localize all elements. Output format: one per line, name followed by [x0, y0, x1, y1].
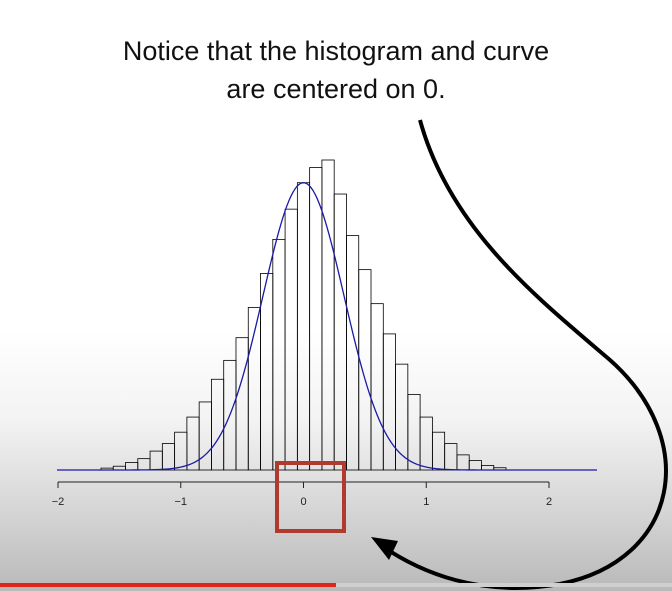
x-tick-label: 0 — [300, 496, 306, 508]
histogram-bar — [370, 303, 384, 471]
pointing-arrow — [380, 119, 668, 590]
histogram-bar — [235, 337, 249, 471]
x-axis-ticks: −2 −1 0 1 2 — [52, 482, 552, 508]
histogram-bar — [284, 208, 298, 471]
histogram-bar — [260, 273, 274, 471]
histogram-bar — [382, 333, 396, 471]
x-tick-label: −1 — [174, 496, 187, 508]
x-tick-label: 1 — [423, 496, 429, 508]
normal-curve — [57, 182, 597, 471]
histogram-bar — [431, 431, 446, 471]
histogram-bar — [444, 443, 458, 471]
histogram-bar — [211, 378, 225, 471]
histogram-bar — [481, 465, 495, 471]
caption-line-1: Notice that the histogram and curve — [122, 36, 550, 66]
histogram-bar — [468, 460, 482, 471]
histogram-bar — [419, 416, 433, 471]
histogram-bars — [100, 159, 507, 471]
histogram-bar — [346, 235, 360, 471]
histogram-bar — [149, 450, 163, 471]
histogram-bar — [137, 458, 151, 471]
histogram-bar — [161, 443, 176, 471]
video-progress-fill — [0, 583, 336, 587]
histogram-bar — [272, 238, 286, 471]
histogram-bar — [296, 182, 311, 471]
arrow-head — [371, 537, 398, 560]
video-progress-bar[interactable] — [0, 583, 672, 587]
x-tick-label: 2 — [546, 496, 552, 508]
histogram-bar — [321, 159, 335, 471]
highlight-box — [275, 461, 346, 533]
histogram-bar — [125, 462, 139, 471]
histogram-bar — [186, 416, 200, 471]
x-tick-label: −2 — [52, 496, 65, 508]
histogram-bar — [309, 167, 323, 471]
histogram-bar — [174, 431, 188, 471]
histogram-bar — [358, 269, 372, 471]
histogram-bar — [333, 193, 347, 471]
caption-line-2: are centered on 0. — [226, 74, 446, 104]
histogram-bar — [198, 401, 212, 471]
histogram-bar — [456, 454, 470, 471]
histogram-bar — [407, 393, 421, 471]
